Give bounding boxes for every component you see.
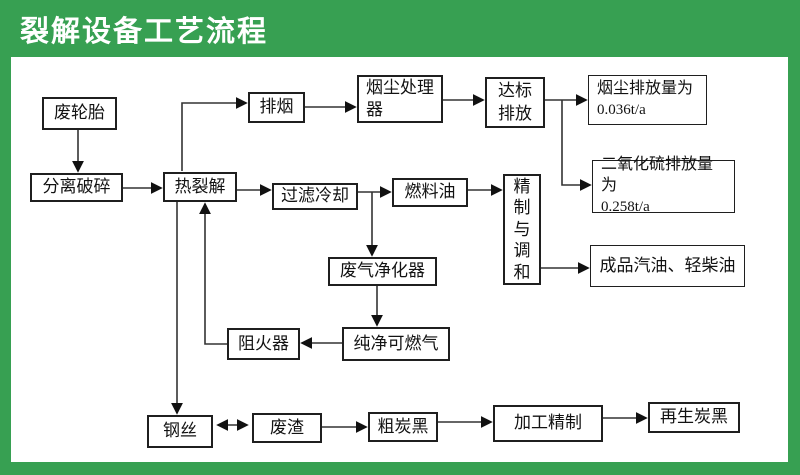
node-separation-crushing: 分离破碎 <box>30 173 123 202</box>
title-bar: 裂解设备工艺流程 <box>0 0 800 57</box>
arrow-standard-discharge-to-so2-emission <box>561 100 592 191</box>
node-steel-wire: 钢丝 <box>147 415 213 448</box>
node-fuel-oil: 燃料油 <box>392 178 468 207</box>
node-label: 烟尘排放量为 <box>597 80 694 98</box>
node-waste-residue: 废渣 <box>252 413 322 443</box>
node-refining-blending: 精制与调和 <box>503 174 541 285</box>
node-filter-cooling: 过滤冷却 <box>272 183 358 210</box>
arrow-flame-arrester-to-pyrolysis <box>199 202 227 345</box>
node-pure-combustible-gas: 纯净可燃气 <box>342 327 450 361</box>
node-flame-arrester: 阻火器 <box>227 328 300 360</box>
node-label: 精制与调和 <box>513 176 531 282</box>
node-so2-emission: 二氧化硫排放量为 0.258t/a <box>592 156 735 215</box>
node-dust-processor: 烟尘处理 器 <box>357 75 443 123</box>
connector-layer <box>72 94 648 433</box>
node-dust-emission: 烟尘排放量为 0.036t/a <box>588 75 707 125</box>
node-pyrolysis: 热裂解 <box>163 172 237 202</box>
node-waste-tire: 废轮胎 <box>42 97 117 130</box>
node-label: 二氧化硫排放量为 <box>601 156 714 195</box>
arrow-pyrolysis-to-smoke-exhaust <box>181 97 248 171</box>
node-value: 0.036t/a <box>597 102 646 119</box>
node-finished-oil: 成品汽油、轻柴油 <box>590 245 745 287</box>
node-waste-gas-purifier: 废气净化器 <box>328 257 437 286</box>
node-smoke-exhaust: 排烟 <box>248 92 305 123</box>
node-regenerated-carbon-black: 再生炭黑 <box>648 402 740 433</box>
node-processing-refining: 加工精制 <box>493 405 603 442</box>
node-value: 0.258t/a <box>601 199 650 216</box>
flowchart-canvas: 废轮胎 分离破碎 热裂解 排烟 烟尘处理 器 达标 排放 烟尘排放量为 0.03… <box>11 57 788 462</box>
page-title: 裂解设备工艺流程 <box>20 15 269 48</box>
node-standard-discharge: 达标 排放 <box>485 77 545 128</box>
node-crude-carbon-black: 粗炭黑 <box>368 412 438 442</box>
